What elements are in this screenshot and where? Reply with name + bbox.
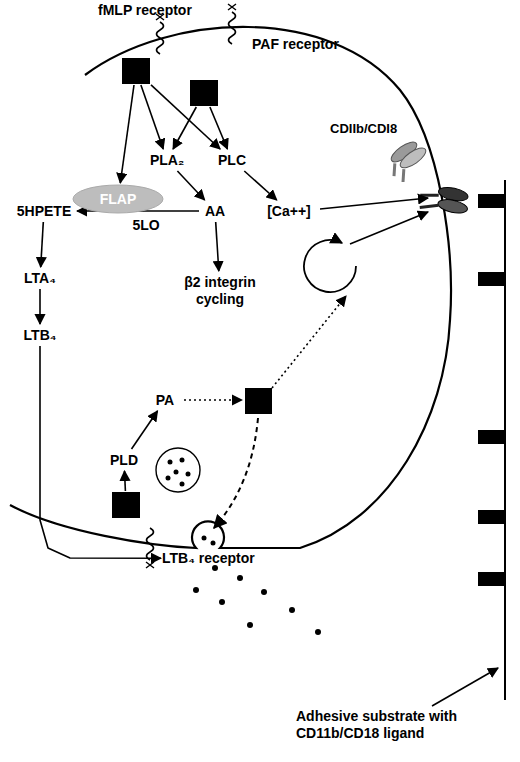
granule: [156, 448, 200, 492]
receptor-effector: [190, 80, 218, 106]
node-text: LTA₄: [24, 270, 56, 287]
molecule-node: AA: [200, 201, 230, 221]
receptor-effector: [112, 492, 140, 518]
node-text: β2 integrin cycling: [170, 274, 270, 308]
pointer-arrow: [432, 668, 498, 706]
cycling-arrow: [350, 212, 428, 244]
molecule-node: 5HPETE: [12, 201, 76, 221]
calcium-arrow: [320, 198, 428, 209]
ligand-block: [478, 430, 505, 444]
pathway-arrow: [39, 289, 41, 324]
pathway-arrow: [40, 346, 161, 558]
cycling-loop: [304, 240, 356, 292]
node-text: PLC: [218, 152, 246, 169]
pathway-arrow: [124, 471, 127, 491]
node-text: fMLP receptor: [98, 2, 192, 19]
pathway-arrow: [210, 107, 228, 149]
receptor-helix: [229, 12, 236, 44]
molecule-node: LTA₄: [16, 268, 64, 288]
receptor-tail: [146, 562, 154, 568]
dotted-arrow: [184, 399, 242, 401]
node-text: LTB₄ receptor: [162, 550, 255, 567]
integrin-free: [383, 136, 434, 184]
pathway-arrow: [177, 171, 204, 200]
node-text: LTB₄: [24, 327, 57, 344]
receptor-node: fMLP receptor: [98, 2, 212, 84]
receptor-helix: [157, 22, 164, 54]
ellipse-shape: [73, 185, 163, 213]
molecule-node: β2 integrin cycling: [170, 272, 270, 310]
node-text: PLD: [110, 452, 138, 469]
integrin-label: CDIIb/CDI8: [330, 120, 430, 137]
dashed-arrow: [214, 418, 258, 528]
receptor-node: PAF receptor: [190, 36, 362, 108]
molecule-node: PLA₂: [145, 150, 189, 170]
integrin-bound: [418, 182, 471, 218]
receptor-effector: [122, 58, 150, 84]
pathway-arrow: [120, 85, 134, 183]
node-text: FLAP: [100, 191, 137, 208]
molecule-node: PLD: [104, 450, 144, 470]
node-text: [Ca++]: [267, 203, 311, 220]
ligand-block: [478, 510, 505, 524]
pathway-arrow: [173, 107, 196, 149]
receptor-tail: [228, 4, 236, 10]
ligand-block: [478, 272, 505, 286]
receptor-helix: [147, 528, 154, 560]
enzyme-ellipse: FLAP: [72, 184, 164, 214]
node-text: PAF receptor: [252, 36, 339, 53]
ligand-block: [478, 194, 505, 208]
dotted-arrow: [272, 296, 346, 388]
molecule-node: LTB₄: [16, 325, 64, 345]
node-text: 5HPETE: [17, 203, 71, 220]
pathway-arrow: [41, 222, 44, 267]
molecule-node: [Ca++]: [262, 201, 316, 221]
cell-membrane: [10, 27, 451, 548]
molecule-node: PA: [150, 390, 180, 410]
node-text: PA: [156, 392, 174, 409]
substrate-label: Adhesive substrate with CD11b/CD18 ligan…: [296, 708, 496, 742]
pathway-arrow: [216, 222, 219, 271]
pathway-arrow: [244, 171, 276, 200]
molecule-node: PLC: [212, 150, 252, 170]
pathway-arrow: [141, 85, 163, 149]
pathway-arrow: [132, 411, 158, 449]
edge-label: 5LO: [132, 217, 159, 234]
receptor-node: LTB₄ receptor: [112, 492, 312, 570]
ligand-block: [478, 572, 505, 586]
node-text: AA: [205, 203, 225, 220]
effector-square: [245, 388, 272, 414]
granule-contents: [166, 458, 191, 487]
node-text: PLA₂: [150, 152, 184, 169]
